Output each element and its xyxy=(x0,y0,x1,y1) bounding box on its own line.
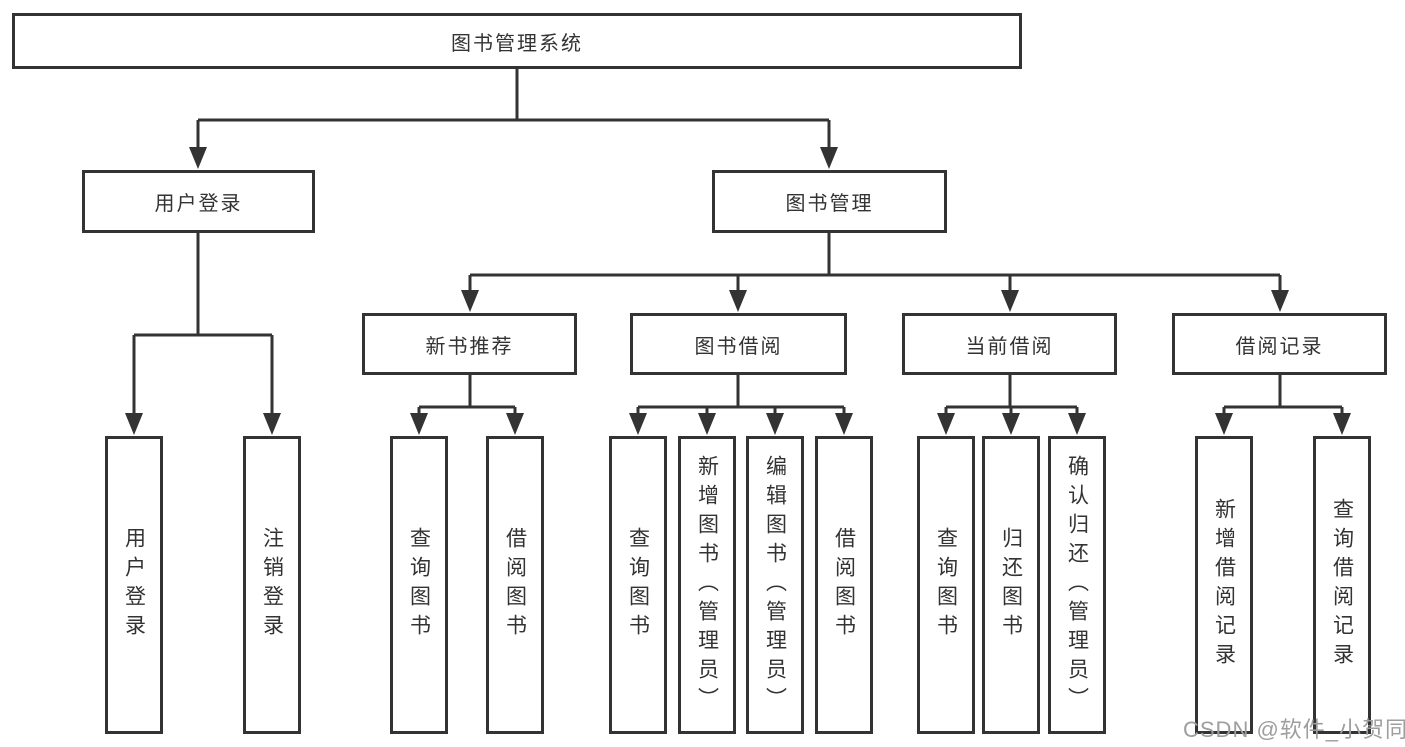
leaf-return-books: 归还图书 xyxy=(982,436,1040,734)
node-book-management: 图书管理 xyxy=(712,170,947,233)
leaf-add-books-admin: 新增图书（管理员） xyxy=(678,436,736,734)
arrowhead xyxy=(263,413,281,435)
arrowhead xyxy=(1001,290,1019,312)
leaf-query-books-recommend-label: 查询图书 xyxy=(407,527,431,643)
leaf-query-books-current-label: 查询图书 xyxy=(934,527,958,643)
leaf-borrow-books-recommend-label: 借阅图书 xyxy=(503,527,527,643)
arrowhead xyxy=(1333,413,1351,435)
connector-book-management xyxy=(468,233,1282,291)
leaf-query-books-borrow-label: 查询图书 xyxy=(626,527,650,643)
arrowhead xyxy=(461,290,479,312)
arrowhead xyxy=(629,413,647,435)
leaf-query-borrow-record: 查询借阅记录 xyxy=(1313,436,1371,734)
arrowhead xyxy=(1068,413,1086,435)
leaf-add-borrow-record: 新增借阅记录 xyxy=(1195,436,1253,734)
connector-new-book xyxy=(417,375,517,414)
node-book-borrow: 图书借阅 xyxy=(630,313,847,375)
leaf-borrow-books-label: 借阅图书 xyxy=(832,527,856,643)
arrowhead xyxy=(506,413,524,435)
node-borrow-records-label: 借阅记录 xyxy=(1235,335,1324,358)
node-book-borrow-label: 图书借阅 xyxy=(694,335,783,358)
connector-borrow-records xyxy=(1222,375,1344,414)
node-book-management-label: 图书管理 xyxy=(785,193,874,215)
arrowhead xyxy=(729,290,747,312)
connector-book-borrow xyxy=(636,375,846,414)
arrowhead xyxy=(410,413,428,435)
node-new-book-recommend: 新书推荐 xyxy=(362,313,577,375)
root-node: 图书管理系统 xyxy=(12,13,1022,69)
connector-user-login xyxy=(132,233,274,414)
arrowhead xyxy=(1002,413,1020,435)
arrowhead xyxy=(125,413,143,435)
arrowhead xyxy=(1215,413,1233,435)
leaf-borrow-books-recommend: 借阅图书 xyxy=(486,436,544,734)
arrowhead xyxy=(698,413,716,435)
leaf-query-books-borrow: 查询图书 xyxy=(609,436,667,734)
leaf-user-login: 用户登录 xyxy=(105,436,163,734)
leaf-query-borrow-record-label: 查询借阅记录 xyxy=(1330,498,1354,672)
leaf-edit-books-admin-label: 编辑图书（管理员） xyxy=(763,454,787,716)
leaf-return-books-label: 归还图书 xyxy=(999,527,1023,643)
node-new-book-recommend-label: 新书推荐 xyxy=(425,335,514,358)
leaf-edit-books-admin: 编辑图书（管理员） xyxy=(746,436,804,734)
node-current-borrow-label: 当前借阅 xyxy=(965,335,1054,358)
arrowhead xyxy=(820,147,838,169)
arrowhead xyxy=(189,147,207,169)
leaf-query-books-current: 查询图书 xyxy=(917,436,975,734)
arrowhead xyxy=(766,413,784,435)
node-user-login: 用户登录 xyxy=(82,170,315,233)
leaf-logout: 注销登录 xyxy=(243,436,301,734)
connector-current-borrow xyxy=(944,375,1079,414)
connector-root xyxy=(196,69,831,148)
leaf-borrow-books: 借阅图书 xyxy=(815,436,873,734)
arrowhead xyxy=(1271,290,1289,312)
arrowhead xyxy=(835,413,853,435)
leaf-confirm-return-admin: 确认归还（管理员） xyxy=(1048,436,1106,734)
leaf-user-login-label: 用户登录 xyxy=(122,527,146,643)
arrowhead xyxy=(937,413,955,435)
node-user-login-label: 用户登录 xyxy=(154,193,243,215)
node-borrow-records: 借阅记录 xyxy=(1172,313,1387,375)
root-node-label: 图书管理系统 xyxy=(451,32,583,55)
leaf-add-books-admin-label: 新增图书（管理员） xyxy=(695,454,719,716)
node-current-borrow: 当前借阅 xyxy=(902,313,1117,375)
leaf-logout-label: 注销登录 xyxy=(260,527,284,643)
leaf-query-books-recommend: 查询图书 xyxy=(390,436,448,734)
leaf-confirm-return-admin-label: 确认归还（管理员） xyxy=(1065,454,1089,716)
csdn-watermark: CSDN @软件_小贺同学 xyxy=(1183,717,1405,742)
leaf-add-borrow-record-label: 新增借阅记录 xyxy=(1212,498,1236,672)
